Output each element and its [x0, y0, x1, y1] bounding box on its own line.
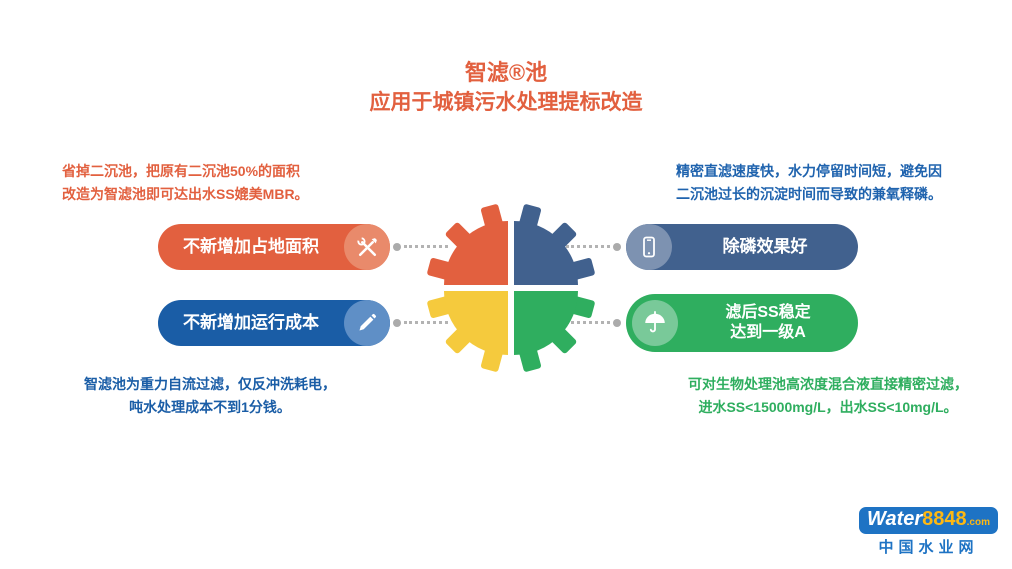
phone-icon — [626, 224, 672, 270]
connector-dot — [613, 319, 621, 327]
connector-line — [566, 321, 610, 324]
pencil-icon — [344, 300, 390, 346]
pill-phosphorus-removal-label: 除磷效果好 — [722, 237, 808, 257]
slide-title: 智滤®池 应用于城镇污水处理提标改造 — [0, 58, 1012, 118]
umbrella-icon — [632, 300, 678, 346]
note-right-top: 精密直滤速度快，水力停留时间短，避免因 二沉池过长的沉淀时间而导致的兼氧释磷。 — [676, 163, 942, 202]
note-left-top: 省掉二沉池，把原有二沉池50%的面积 改造为智滤池即可达出水SS媲美MBR。 — [62, 163, 309, 202]
logo-water-text: Water — [866, 508, 923, 530]
tools-icon — [344, 224, 390, 270]
logo-brand-box: Water8848.com — [858, 507, 998, 534]
pill-stable-ss: 滤后SS稳定 达到一级A — [626, 294, 858, 352]
connector-dot — [393, 243, 401, 251]
pill-no-extra-land-label: 不新增加占地面积 — [183, 237, 319, 257]
connector-line — [404, 321, 448, 324]
pill-no-extra-cost: 不新增加运行成本 — [158, 300, 390, 346]
pill-no-extra-land: 不新增加占地面积 — [158, 224, 390, 270]
title-line1: 智滤®池 — [464, 60, 548, 85]
pill-phosphorus-removal: 除磷效果好 — [626, 224, 858, 270]
pill-no-extra-cost-label: 不新增加运行成本 — [183, 313, 319, 333]
pill-stable-ss-label: 滤后SS稳定 达到一级A — [725, 304, 811, 341]
gear-graphic — [423, 200, 599, 376]
logo-8848-text: 8848 — [922, 508, 967, 530]
connector-line — [404, 245, 448, 248]
logo-subtitle: 中国水业网 — [878, 539, 979, 556]
connector-dot — [613, 243, 621, 251]
connector-dot — [393, 319, 401, 327]
water8848-logo[interactable]: Water8848.com 中国水业网 — [858, 507, 998, 557]
note-right-bottom: 可对生物处理池高浓度混合液直接精密过滤， 进水SS<15000mg/L，出水SS… — [688, 376, 968, 415]
connector-line — [566, 245, 610, 248]
logo-com-text: .com — [966, 517, 990, 528]
note-left-bottom: 智滤池为重力自流过滤，仅反冲洗耗电， 吨水处理成本不到1分钱。 — [84, 376, 336, 415]
title-line2: 应用于城镇污水处理提标改造 — [369, 91, 643, 114]
